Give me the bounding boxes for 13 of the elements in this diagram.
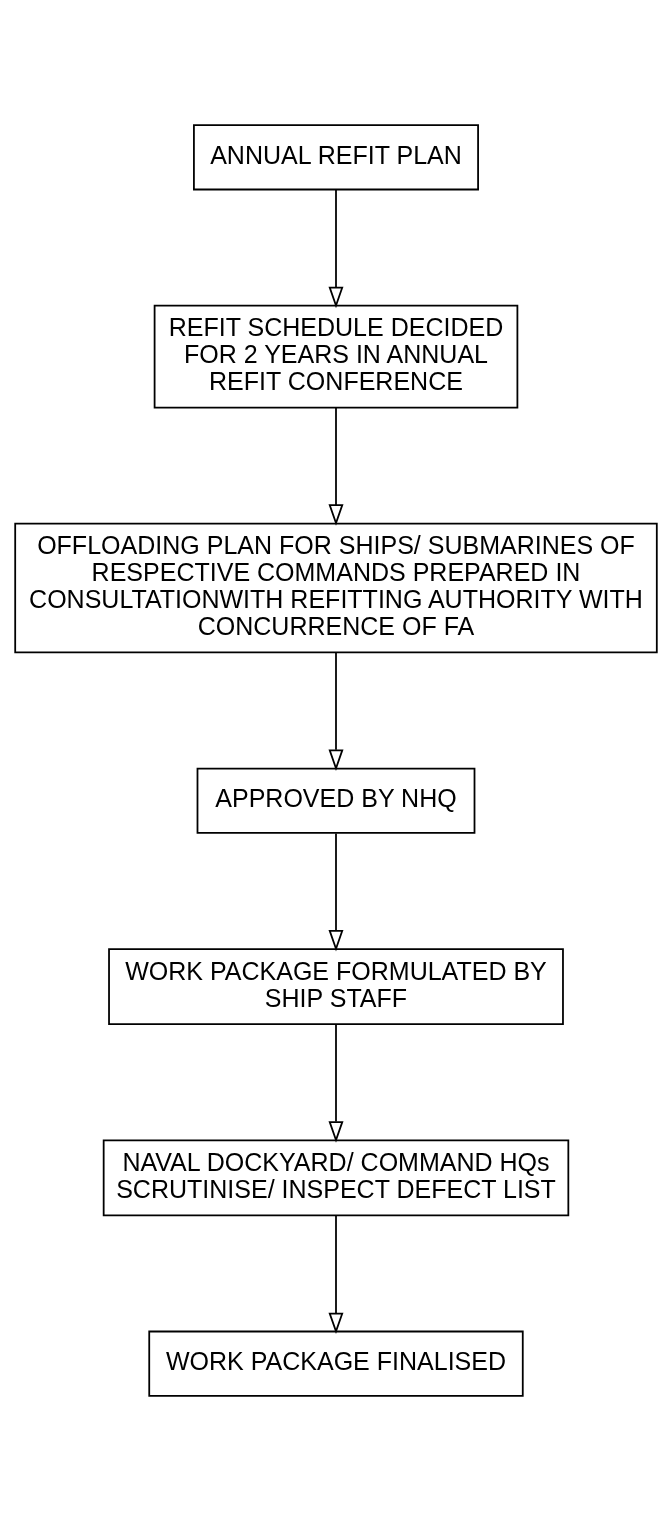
arrow xyxy=(328,1023,344,1143)
arrow xyxy=(328,188,344,308)
node-box: NAVAL DOCKYARD/ COMMAND HQs SCRUTINISE/ INSPECT DEFECT LIST xyxy=(102,1138,570,1216)
node-box: REFIT SCHEDULE DECIDED FOR 2 YEARS IN ANNUAL REFIT CONFERENCE xyxy=(153,304,519,408)
node-box: APPROVED BY NHQ xyxy=(196,767,476,834)
node-box: WORK PACKAGE FORMULATED BY SHIP STAFF xyxy=(108,947,564,1025)
arrow xyxy=(328,1214,344,1334)
node-box: ANNUAL REFIT PLAN xyxy=(193,123,479,190)
arrow xyxy=(328,832,344,951)
arrow xyxy=(328,651,344,771)
node-box: OFFLOADING PLAN FOR SHIPS/ SUBMARINES OF RESPECTIVE COMMANDS PREPARED IN CONSULTATIONWITH REFITTING AUTHORITY WITH CONCURRENCE OF FA xyxy=(14,522,658,653)
node-box: WORK PACKAGE FINALISED xyxy=(148,1330,524,1397)
arrow xyxy=(328,406,344,526)
